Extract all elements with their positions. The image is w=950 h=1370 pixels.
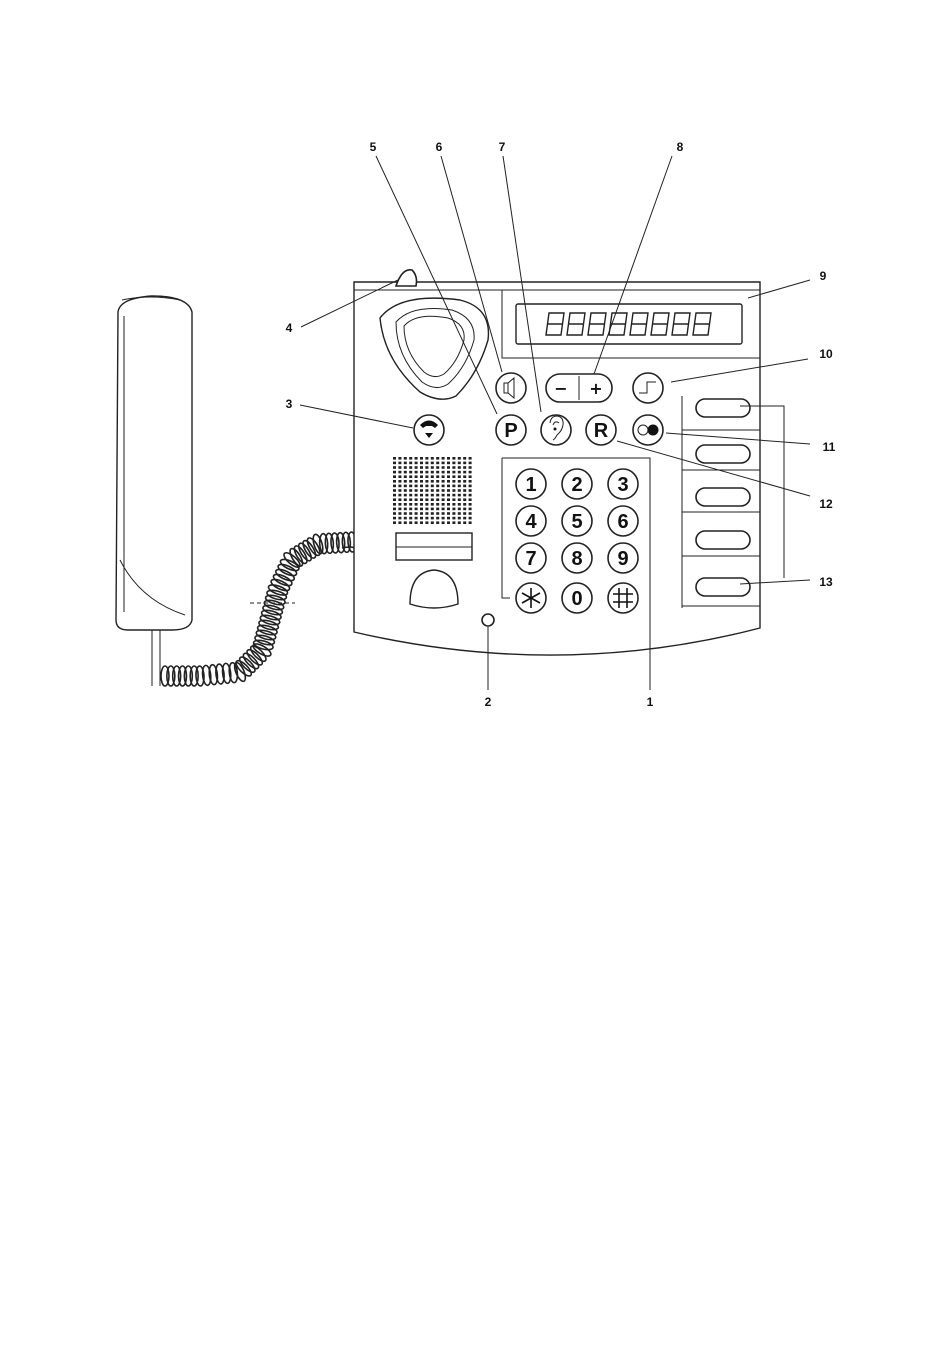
speaker-button[interactable]	[496, 373, 526, 403]
callout-6: 6	[436, 140, 443, 154]
svg-text:0: 0	[571, 588, 582, 610]
volume-up-button[interactable]: +	[589, 379, 602, 398]
star-key[interactable]	[516, 583, 546, 613]
hook-switch[interactable]	[396, 270, 417, 286]
park-button[interactable]: P	[496, 415, 526, 445]
redial-button[interactable]	[633, 373, 663, 403]
key-label: 1	[525, 474, 536, 496]
memory-key-5	[696, 578, 750, 596]
key-1[interactable]: 1	[516, 469, 546, 499]
key-7[interactable]: 7	[516, 543, 546, 573]
memory-key-4	[696, 531, 750, 549]
memory-key-2	[696, 445, 750, 463]
keypad: 1 2 3 4 5 6 7 8 9	[516, 469, 638, 573]
key-label: 9	[617, 548, 628, 570]
callout-2: 2	[485, 695, 492, 709]
recall-button[interactable]: R	[586, 415, 616, 445]
callout-8: 8	[677, 140, 684, 154]
hold-button[interactable]	[633, 415, 663, 445]
key-label: 5	[571, 511, 582, 533]
key-label: 3	[617, 474, 628, 496]
key-5[interactable]: 5	[562, 506, 592, 536]
svg-text:R: R	[594, 420, 609, 442]
key-0[interactable]: 0	[562, 583, 592, 613]
key-label: 2	[571, 474, 582, 496]
svg-text:P: P	[504, 420, 517, 442]
key-label: 7	[525, 548, 536, 570]
callout-11: 11	[823, 440, 836, 454]
memory-key-1	[696, 399, 750, 417]
volume-rocker[interactable]: − +	[546, 374, 612, 402]
key-6[interactable]: 6	[608, 506, 638, 536]
volume-down-button[interactable]: −	[554, 379, 567, 398]
hash-key[interactable]	[608, 583, 638, 613]
callout-3: 3	[286, 397, 293, 411]
memory-key-3	[696, 488, 750, 506]
callout-4: 4	[286, 321, 293, 335]
display	[516, 304, 742, 344]
hearing-button[interactable]	[541, 415, 571, 445]
callout-7: 7	[499, 140, 506, 154]
callout-1: 1	[647, 695, 654, 709]
key-label: 8	[571, 548, 582, 570]
callout-10: 10	[819, 347, 833, 361]
key-3[interactable]: 3	[608, 469, 638, 499]
callout-13: 13	[819, 575, 833, 589]
callout-9: 9	[820, 269, 827, 283]
speaker-grille	[393, 457, 472, 524]
key-label: 4	[525, 511, 537, 533]
hook-release-button[interactable]	[414, 415, 444, 445]
key-2[interactable]: 2	[562, 469, 592, 499]
callout-5: 5	[370, 140, 377, 154]
key-4[interactable]: 4	[516, 506, 546, 536]
callout-12: 12	[819, 497, 833, 511]
label-strip	[396, 533, 472, 560]
key-8[interactable]: 8	[562, 543, 592, 573]
key-label: 6	[617, 511, 628, 533]
microphone-icon	[482, 614, 494, 626]
key-9[interactable]: 9	[608, 543, 638, 573]
handset	[116, 296, 192, 686]
